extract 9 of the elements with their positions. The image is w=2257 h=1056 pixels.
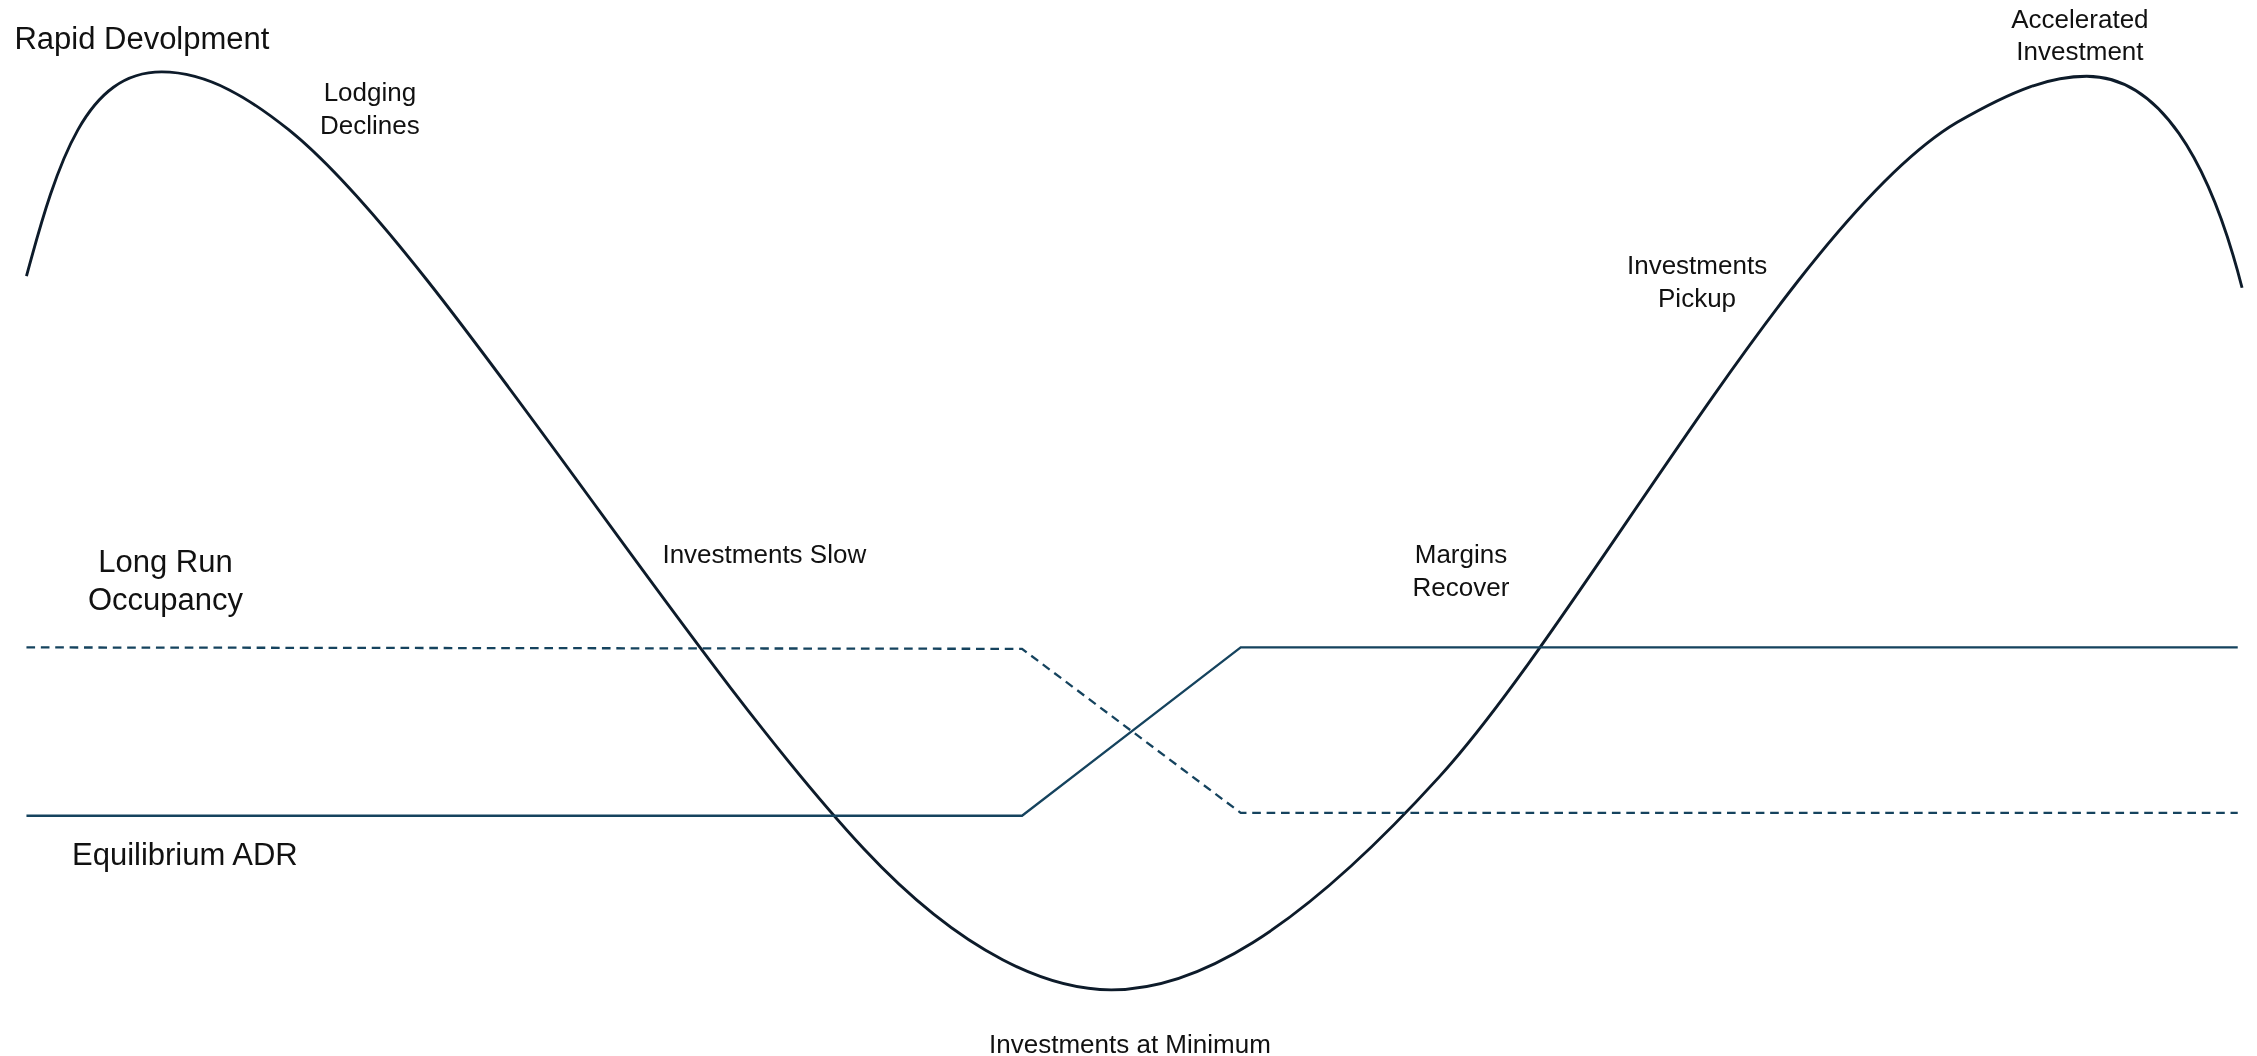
curve-label: Margins Recover (1411, 538, 1511, 604)
line-label: Rapid Devolpment (14, 20, 271, 59)
line-label: Equilibrium ADR (71, 836, 299, 875)
line-label: Long Run Occupancy (86, 542, 245, 620)
curve-label: Investments Pickup (1625, 249, 1769, 314)
curve-label: Accelerated Investment (2010, 2, 2150, 68)
curve-label: Investments at Minimum (988, 1027, 1272, 1056)
curve-label: Investments Slow (661, 538, 868, 571)
curve-label: Lodging Declines (319, 76, 421, 142)
